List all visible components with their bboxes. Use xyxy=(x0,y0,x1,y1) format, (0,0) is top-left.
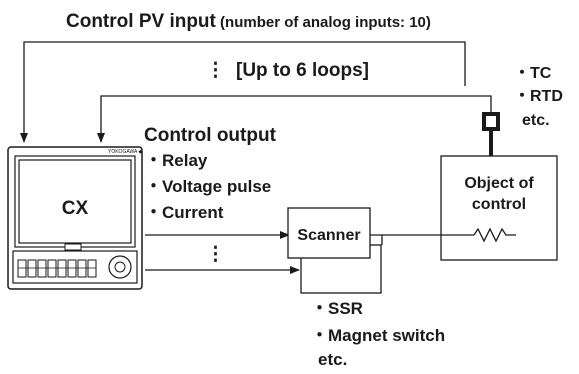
title-main: Control PV input xyxy=(66,11,217,32)
sensor-probe xyxy=(482,112,500,131)
sensor-type-rtd: ・RTD xyxy=(514,88,563,105)
title-detail: (number of analog inputs: 10) xyxy=(216,14,431,31)
pv-input-line-outer xyxy=(20,41,466,143)
cx-dial-center xyxy=(114,261,126,273)
control-output-current: ・Current xyxy=(145,203,224,222)
object-label-line1: Object of xyxy=(464,175,534,192)
cx-keypad xyxy=(17,259,97,278)
diagram-title: Control PV input (number of analog input… xyxy=(66,11,431,32)
sensor-type-tc: ・TC xyxy=(514,65,552,82)
actuator-etc: etc. xyxy=(318,350,347,369)
scanner-box xyxy=(287,207,371,259)
cx-label: CX xyxy=(62,198,89,219)
object-of-control-box xyxy=(440,155,558,261)
control-output-voltage-pulse: ・Voltage pulse xyxy=(145,177,271,196)
actuator-ssr: ・SSR xyxy=(311,299,363,318)
cx-screen xyxy=(18,159,132,244)
scanner-label: Scanner xyxy=(297,227,360,244)
sensor-type-etc: etc. xyxy=(522,112,550,129)
control-output-heading: Control output xyxy=(144,125,277,146)
cx-brand: YOKOGAWA ◆ xyxy=(108,149,142,155)
scanner-load-connector xyxy=(370,234,383,245)
pv-input-line-inner xyxy=(97,95,492,143)
cx-panel-latch xyxy=(64,243,82,251)
object-label-line2: control xyxy=(472,196,526,213)
object-resistor-symbol xyxy=(473,227,516,243)
control-output-relay: ・Relay xyxy=(145,151,208,170)
actuator-magnet-switch: ・Magnet switch xyxy=(311,326,445,345)
loops-label: [Up to 6 loops] xyxy=(236,60,369,81)
cx-recorder: YOKOGAWA ◆ CX xyxy=(7,146,143,290)
loops-ellipsis: ⋮ xyxy=(206,60,225,81)
output-ellipsis: ⋮ xyxy=(206,244,225,265)
